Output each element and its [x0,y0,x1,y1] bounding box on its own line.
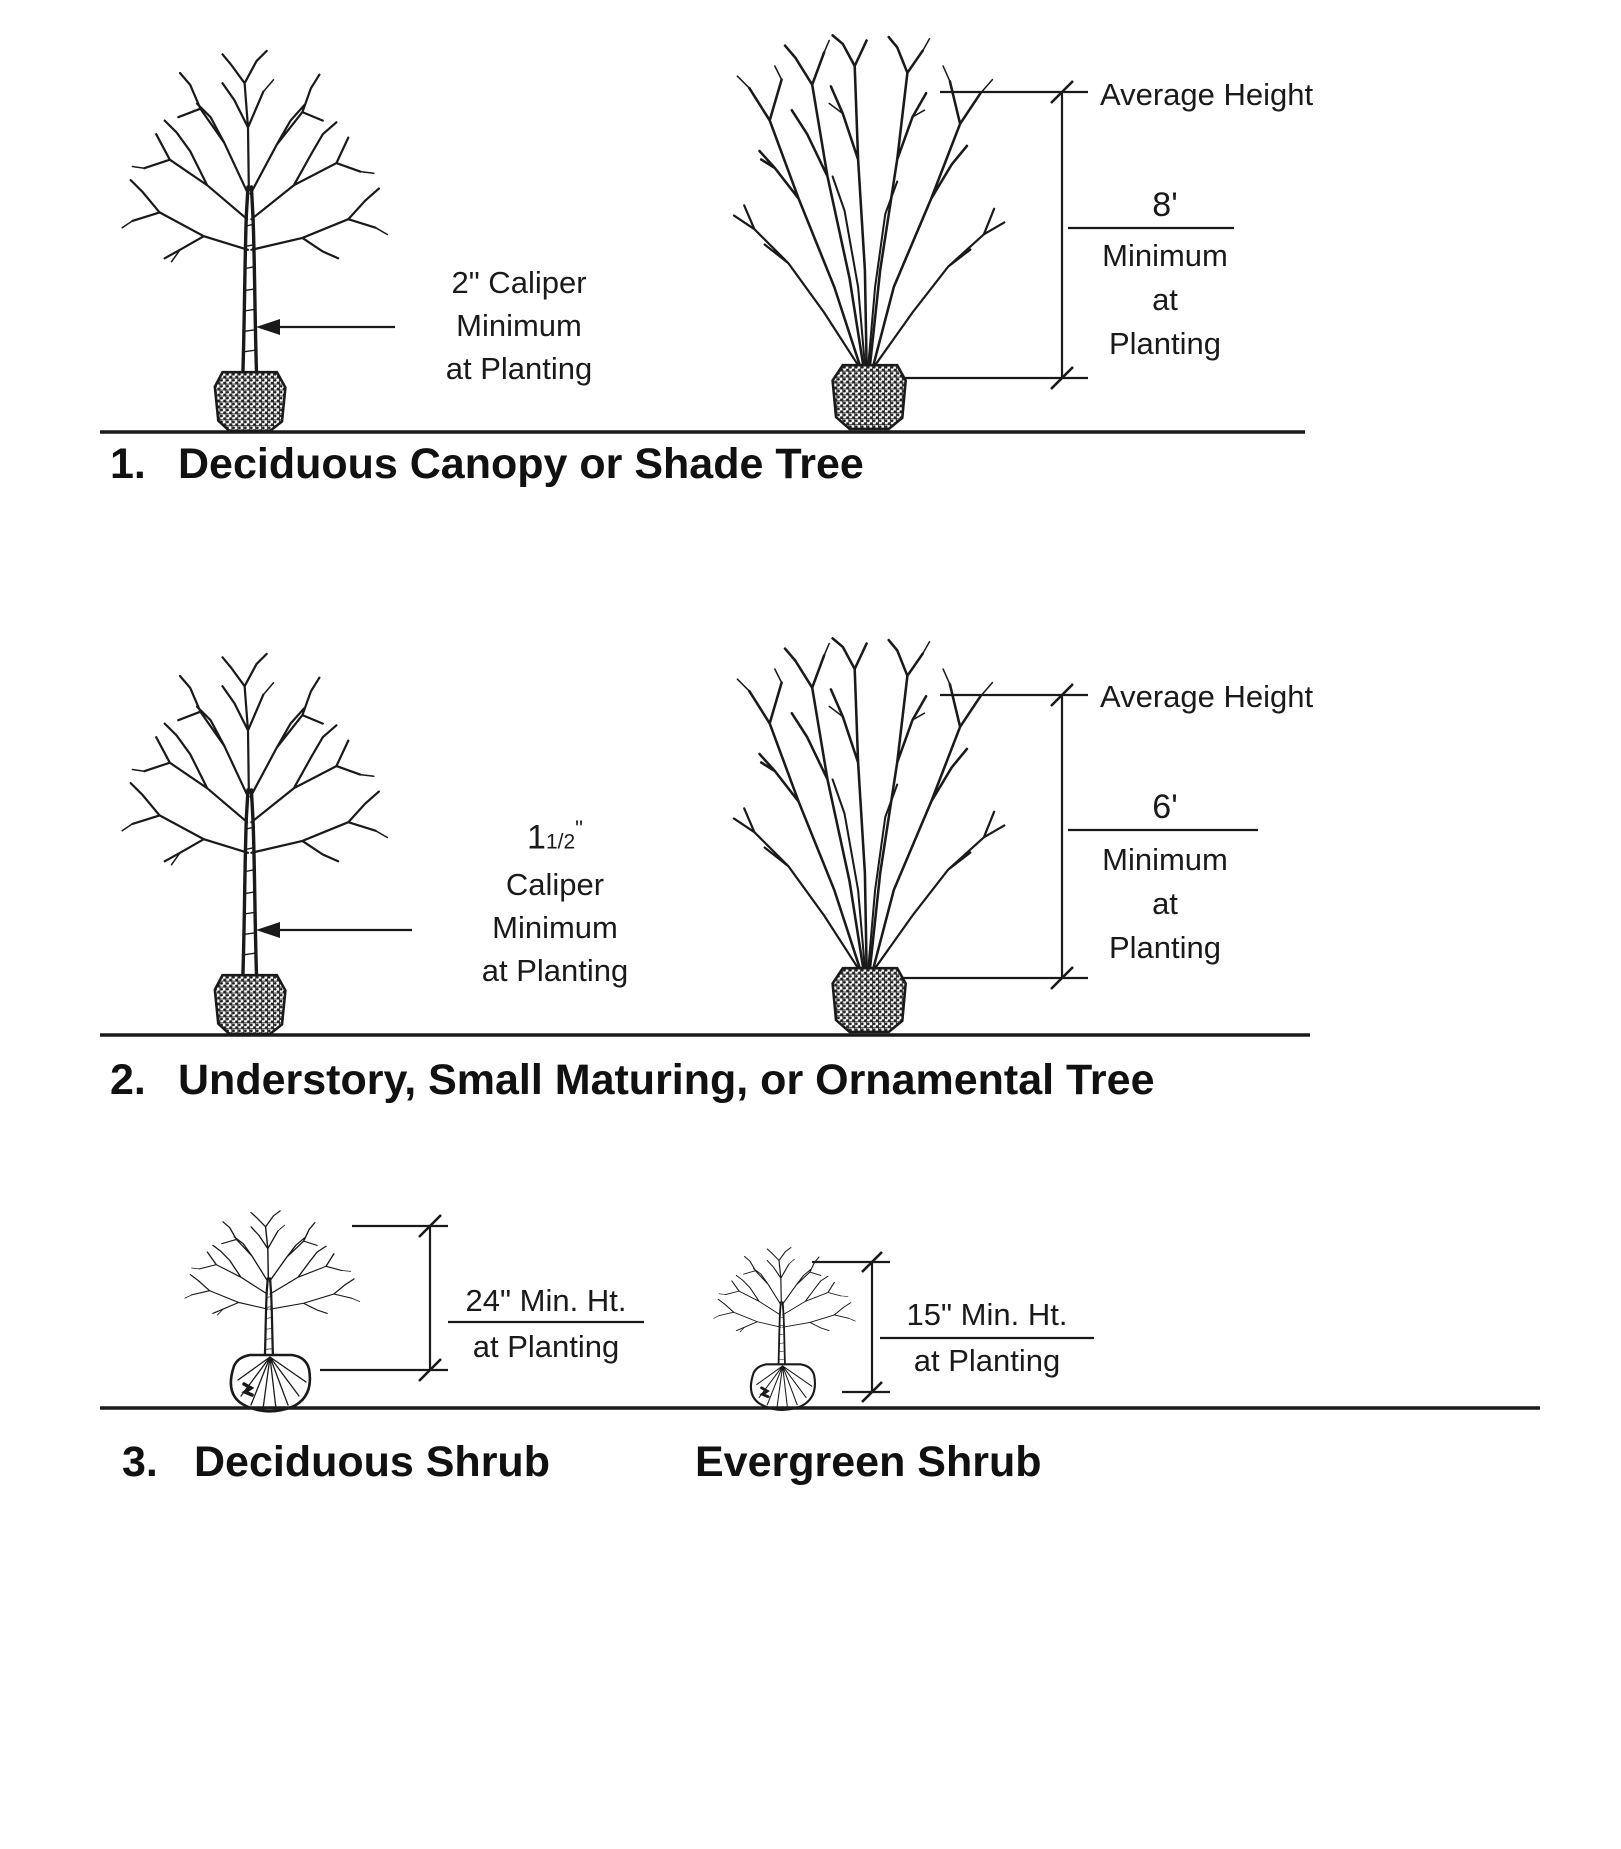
section3-title-left: Deciduous Shrub [194,1438,550,1486]
deciduous-tree-drawing-2 [122,654,387,1034]
height-dimension-lines-2 [902,683,1258,990]
multistem-tree-drawing-2 [732,637,1006,1034]
deciduous-tree-drawing-1 [122,51,387,431]
height-min-1-line3: Planting [1108,326,1222,362]
section3-title-right: Evergreen Shrub [695,1438,1042,1486]
height-min-2-line2: at [1152,886,1178,922]
caliper-leader-arrow-1 [256,319,395,335]
height-minimum-label-1: Minimum at Planting [1078,234,1252,366]
caliper-value-2-main: 1 [527,818,546,857]
multistem-tree-drawing-1 [732,34,1006,431]
caliper-label-1-line1: 2" Caliper [451,265,587,300]
shrub-dimension-lines-right [812,1251,1094,1403]
height-min-1-line2: at [1152,282,1178,318]
evergreen-shrub-drawing [714,1248,856,1410]
shrub-dim-left-line2: at Planting [472,1329,620,1364]
section1-title: Deciduous Canopy or Shade Tree [178,440,864,488]
height-min-1-line1: Minimum [1102,238,1228,273]
height-dimension-lines-1 [902,80,1234,390]
shrub-dim-left-line1: 24" Min. Ht. [465,1283,627,1318]
caliper-label-1: 2" Caliper Minimum at Planting [388,262,650,390]
section1-number: 1. [110,440,146,488]
caliper-label-2-line3: Minimum [492,909,618,945]
shrub-dimension-lines-left [320,1214,644,1382]
average-height-label-2: Average Height [1100,679,1314,714]
height-minimum-label-2: Minimum at Planting [1078,838,1252,970]
section2-number: 2. [110,1056,146,1104]
height-value-2: 6' [1152,788,1178,826]
shrub-dim-right-line2: at Planting [913,1343,1061,1378]
caliper-label-1-line2: Minimum [456,307,582,343]
shrub-dim-right-line1: 15" Min. Ht. [906,1297,1068,1332]
height-value-1: 8' [1152,186,1178,224]
caliper-value-2-frac: 1/2 [545,830,576,854]
caliper-label-2: Caliper Minimum at Planting [420,864,690,992]
section3-art [100,1211,1540,1411]
caliper-label-2-line4: at Planting [481,952,629,988]
section2-art [100,637,1310,1037]
caliper-leader-arrow-2 [256,922,412,938]
height-min-2-line3: Planting [1108,930,1222,966]
section3-number: 3. [122,1438,158,1486]
deciduous-shrub-drawing [185,1211,360,1411]
caliper-label-2-line2: Caliper [505,867,605,902]
average-height-label-1: Average Height [1100,77,1314,112]
caliper-label-1-line3: at Planting [445,350,593,386]
section2-title: Understory, Small Maturing, or Ornamenta… [178,1056,1155,1104]
section1-art [100,34,1305,434]
height-min-2-line1: Minimum [1102,842,1228,877]
caliper-value-2-unit: " [575,816,583,841]
caliper-value-2: 11/2" [420,814,690,861]
